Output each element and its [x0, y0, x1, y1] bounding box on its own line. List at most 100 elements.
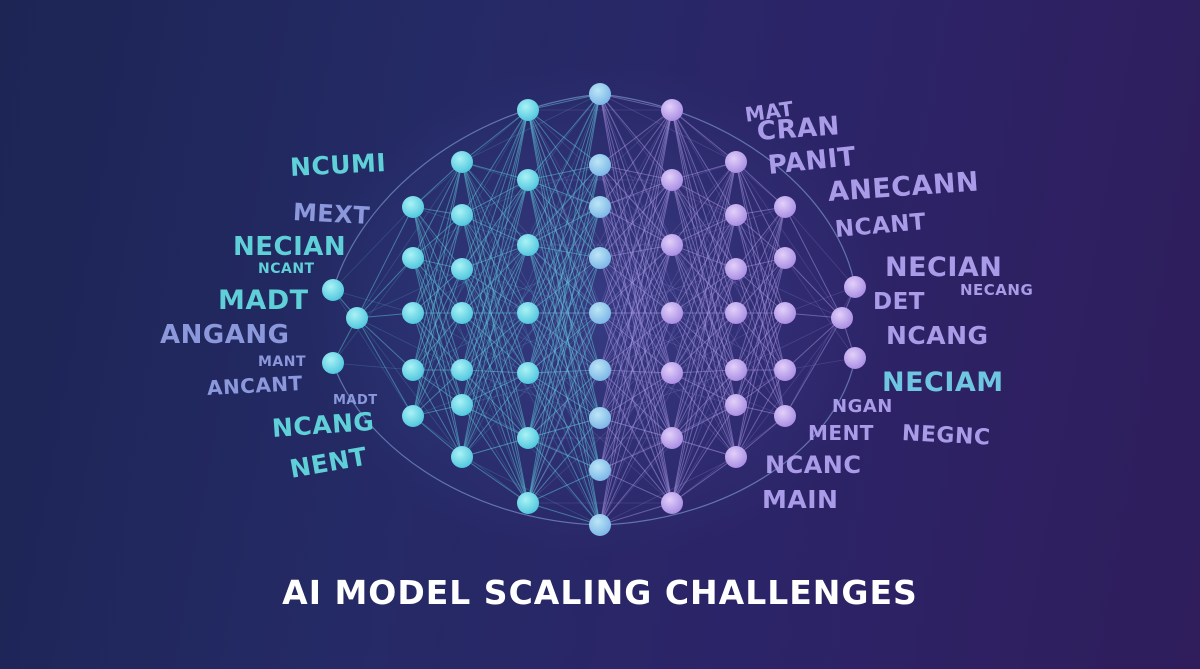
network-edge [461, 109, 529, 458]
network-edge [527, 502, 601, 526]
network-node [589, 196, 611, 218]
network-edge [461, 161, 529, 181]
network-edge [671, 179, 737, 314]
network-edge [356, 268, 463, 319]
network-edge [332, 289, 414, 314]
network-edge [671, 206, 786, 246]
network-edge [671, 161, 737, 374]
network-edge [599, 179, 673, 208]
network-edge [412, 268, 463, 371]
network-edge [735, 312, 786, 417]
network-node [774, 196, 796, 218]
network-edge [412, 206, 529, 374]
network-nodes [322, 83, 866, 536]
network-edge [461, 161, 529, 439]
network-edge [461, 93, 601, 371]
network-edge [599, 312, 737, 471]
left-cloud-word: NCANT [258, 261, 315, 277]
network-edge [527, 372, 601, 471]
network-edge [599, 93, 673, 314]
right-cloud-word: NECANG [960, 280, 1034, 299]
network-edge [461, 369, 529, 504]
network-edge [332, 257, 414, 364]
network-edge [461, 161, 601, 419]
network-edge [599, 312, 673, 419]
network-edge [599, 109, 673, 208]
network-node [589, 154, 611, 176]
network-edge [461, 93, 601, 163]
network-edge [671, 404, 737, 504]
right-cloud-word: NCANG [886, 320, 989, 350]
network-edge [527, 164, 601, 374]
network-node [402, 196, 424, 218]
network-edge [671, 161, 737, 314]
network-edge [671, 244, 786, 417]
page-title: AI MODEL SCALING CHALLENGES [282, 573, 918, 612]
network-edge [461, 456, 601, 526]
right-cloud-word: CRAN [755, 111, 841, 147]
network-edge [527, 109, 601, 208]
network-edge [412, 312, 529, 371]
network-edge [412, 257, 529, 439]
network-edge [527, 109, 673, 374]
network-edge [527, 206, 601, 374]
network-edge [356, 206, 414, 319]
network-edge [671, 372, 737, 406]
network-edge [599, 93, 737, 371]
network-edge [671, 257, 786, 314]
left-cloud-word: NECIAN [233, 232, 347, 262]
network-edge [599, 469, 673, 504]
network-edge [461, 109, 529, 163]
network-edge [461, 206, 601, 371]
network-edge [599, 268, 737, 419]
network-edge [599, 312, 673, 471]
network-edge [461, 161, 601, 526]
network-node [844, 347, 866, 369]
network-node [322, 352, 344, 374]
network-edge [671, 268, 737, 374]
network-edge [527, 164, 601, 439]
network-edge [671, 372, 737, 458]
network-edge [671, 161, 737, 439]
network-edge [527, 244, 601, 526]
network-edge [599, 93, 737, 458]
network-node [661, 169, 683, 191]
network-node [725, 151, 747, 173]
network-edge [527, 257, 601, 439]
network-node [725, 302, 747, 324]
network-node [661, 99, 683, 121]
network-edge [671, 312, 786, 371]
network-edge [784, 357, 856, 371]
network-edge [332, 289, 414, 417]
network-node [774, 359, 796, 381]
network-edge [599, 164, 737, 406]
network-edge [412, 257, 463, 458]
network-edge [461, 109, 529, 371]
network-node [451, 151, 473, 173]
network-edge [412, 312, 463, 417]
network-edge [599, 164, 673, 439]
network-node [517, 234, 539, 256]
left-cloud-word: ANCANT [206, 371, 304, 400]
network-edge [461, 268, 601, 314]
network-edge [599, 312, 673, 371]
network-edge [412, 257, 529, 314]
network-edge [332, 206, 414, 291]
network-node [725, 446, 747, 468]
network-edge [735, 369, 786, 417]
network-edge [461, 179, 529, 458]
network-edge [599, 369, 737, 406]
network-edge [461, 312, 529, 439]
network-edge [527, 93, 601, 111]
network-edge [527, 164, 601, 314]
network-edge [735, 369, 786, 458]
network-edge [461, 214, 601, 471]
network-edge [671, 268, 737, 314]
left-cloud-word: ANGANG [160, 320, 290, 350]
network-edge [527, 179, 601, 371]
network-edge [599, 244, 673, 259]
network-node [517, 99, 539, 121]
left-cloud-word: MANT [258, 354, 307, 370]
network-node [402, 405, 424, 427]
network-edge [461, 268, 529, 439]
